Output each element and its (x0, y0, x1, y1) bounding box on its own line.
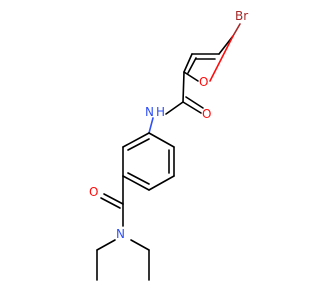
bond-c3-c2 (183, 53, 193, 73)
bond-carbonyl2-o-double (100, 197, 121, 209)
atom-n-amide1: N (145, 105, 154, 119)
bond-c3-c4 (148, 175, 175, 191)
bond-carbonyl-o-double (185, 96, 204, 109)
bond-carbonyl-o (182, 101, 202, 114)
bond-c4-c5-double (127, 172, 150, 185)
bond-c4-c5 (122, 175, 150, 191)
atom-n-amide2: N (116, 227, 125, 241)
bond-c6-c1 (122, 132, 150, 148)
bond-n-ethyl2 (130, 239, 150, 251)
bond-carbonyl-n (165, 101, 184, 115)
bond-c2-carbonyl (182, 71, 185, 103)
bond-carbonyl2-o (103, 193, 124, 205)
bond-n-c1 (148, 117, 154, 134)
atom-o-amide1: O (202, 107, 211, 121)
bond-o-c5 (209, 35, 234, 82)
atom-h-amide1: H (156, 105, 165, 119)
bond-c6-c1-double (127, 138, 150, 151)
bond-c1-c2 (148, 132, 175, 148)
structure-drawing: Br O O N H O N (89, 9, 248, 281)
atom-br: Br (235, 9, 248, 23)
bond-c5-br (232, 23, 241, 37)
molecule-canvas: Br O O N H O N (89, 9, 248, 281)
bond-c2-o (183, 71, 199, 82)
atom-o-furan: O (199, 75, 208, 89)
bond-c2-c3-double (187, 57, 197, 74)
bond-n-ethyl1 (96, 239, 116, 251)
atom-o-amide2: O (89, 185, 98, 199)
